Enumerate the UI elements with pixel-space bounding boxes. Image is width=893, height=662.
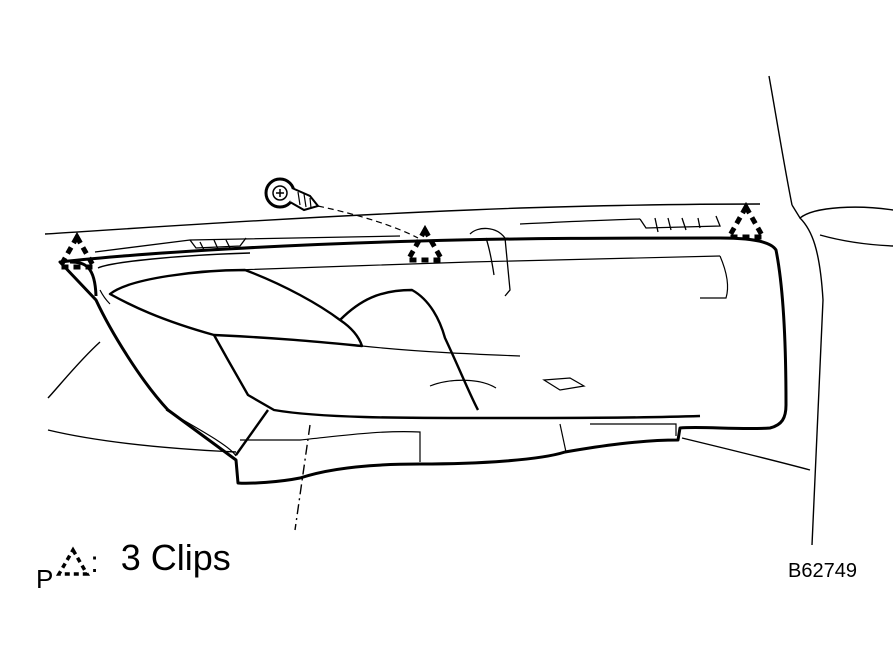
clip-center-icon <box>408 230 442 260</box>
figure-code: B62749 <box>788 560 857 582</box>
under-cover-thin-details <box>99 255 729 462</box>
bolt-icon <box>264 177 320 212</box>
clip-right-icon <box>729 207 763 237</box>
legend-colon: : <box>90 546 99 579</box>
dash-rail <box>94 215 721 297</box>
under-cover-details <box>108 268 701 456</box>
bolt-leader-line <box>317 205 419 239</box>
legend-prefix: P <box>36 564 54 594</box>
vehicle-body-outline <box>44 75 893 546</box>
legend-clip-count: 3 Clips <box>120 537 231 578</box>
clip-legend: P : 3 Clips <box>36 536 231 593</box>
dashed-triangle-clip-icon <box>56 546 91 576</box>
